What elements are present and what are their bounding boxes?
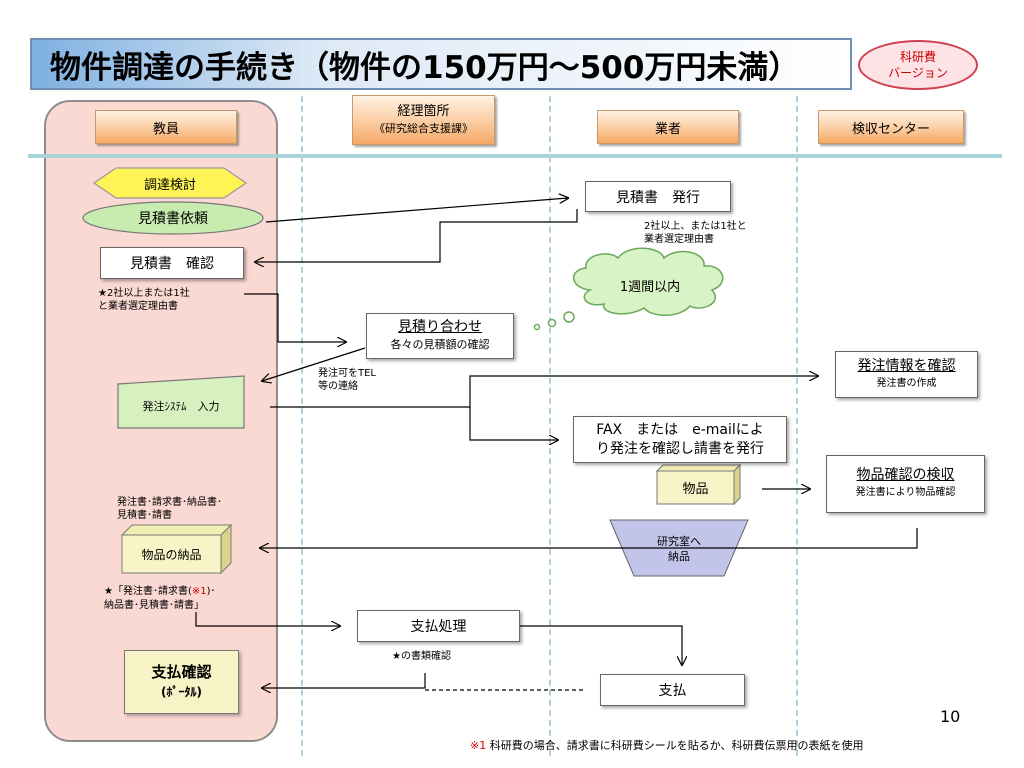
badge-line-2: バージョン [888,66,948,80]
star-docs-line-2: 納品書･見積書･請書」 [104,600,204,611]
payment-process-box: 支払処理 [357,610,520,642]
arrow-input-branch-top [270,376,818,408]
header-accounting: 経理箇所 《研究総合支援課》 [352,95,495,145]
phone-note-line-2: 等の連絡 [318,381,358,392]
arrow-confirm-to-inquiry [244,293,346,342]
estimate-issue-box: 見積書 発行 [585,181,731,212]
estimate-request: 見積書依頼 [138,211,208,227]
arrow-input-branch-bottom [469,407,558,440]
estimate-inquiry-box: 見積り合わせ 各々の見積額の確認 [366,313,514,359]
inquiry-subtitle: 各々の見積額の確認 [390,338,490,351]
vendor-selection-note: 2社以上、または1社と 業者選定理由書 [644,220,794,246]
fax-line-1: FAX または e-mailによ [596,421,764,438]
payment-confirm-box: 支払確認 (ﾎﾟｰﾀﾙ) [124,650,239,714]
vendor-note-line-1: 2社以上、または1社と [644,221,747,232]
phone-note-line-1: 発注可をTEL [318,368,376,379]
header-separator [28,154,1002,158]
star-docs-line-1: ★「発注書･請求書(※1)･ [104,585,284,599]
goods-check-box: 物品確認の検収 発注書により物品確認 [826,455,985,513]
teacher-note-line-1: ★2社以上または1社 [98,288,190,299]
page-title: 物件調達の手続き（物件の150万円～500万円未満） [30,38,852,90]
order-system-input: 発注ｼｽﾃﾑ 入力 [142,400,220,413]
estimate-confirm-box: 見積書 確認 [100,247,244,279]
fax-order-box: FAX または e-mailによ り発注を確認し請書を発行 [573,416,787,463]
goods-check-title: 物品確認の検収 [856,467,955,483]
goods-delivery-box [120,523,233,575]
one-week-cloud [533,247,724,331]
arrow-docs-to-payment [195,612,340,626]
star-docs-ref: ※1 [191,586,207,597]
lane-divider-1 [301,96,303,756]
header-vendor: 業者 [597,110,739,144]
arrow-issue-to-confirm [255,209,578,262]
badge-line-1: 科研費 [899,50,936,64]
vendor-note-line-2: 業者選定理由書 [644,234,714,245]
teacher-selection-note: ★2社以上または1社 と業者選定理由書 [98,287,268,313]
header-accounting-line-2: 《研究総合支援課》 [374,122,473,135]
footnote-mark: ※1 [470,739,487,752]
order-input-parallelogram [117,375,245,429]
payment-box: 支払 [600,674,745,706]
goods-check-subtitle: 発注書により物品確認 [855,487,956,498]
inquiry-title: 見積り合わせ [398,319,482,335]
teacher-note-line-2: と業者選定理由書 [98,301,178,312]
procurement-review-hexagon [92,167,248,199]
arrow-request-to-issue [265,198,568,223]
document-check-note: ★の書類確認 [392,651,451,662]
arrow-payment-to-confirm [262,673,426,688]
header-inspection: 検収センター [818,110,964,144]
estimate-request-ellipse [82,201,264,235]
payment-confirm-line-1: 支払確認 [151,663,212,681]
star-documents-note: ★「発注書･請求書(※1)･ 納品書･見積書･請書」 [104,585,284,613]
lab-delivery-line-1: 研究室へ [657,535,701,548]
order-info-subtitle: 発注書の作成 [876,377,937,389]
goods-box [655,463,742,506]
arrow-check-to-delivery [260,528,918,548]
kakenhi-version-badge: 科研費 バージョン [858,40,978,90]
documents-note: 発注書･請求書･納品書･ 見積書･請書 [117,496,277,522]
header-accounting-line-1: 経理箇所 [397,104,450,119]
arrow-inquiry-to-input [262,347,366,381]
star-docs-part-a: ★「発注書･請求書( [104,586,192,597]
goods-delivery: 物品の納品 [141,547,202,562]
footnote: ※1 科研費の場合、請求書に科研費シールを貼るか、科研費伝票用の表紙を使用 [470,737,1010,753]
lane-divider-3 [796,96,798,756]
lab-delivery-line-2: 納品 [668,550,690,563]
page-number: 10 [940,707,961,726]
docs-note-line-1: 発注書･請求書･納品書･ [117,497,222,508]
star-docs-part-b: )･ [206,586,216,597]
docs-note-line-2: 見積書･請書 [117,510,172,521]
arrow-process-to-pay [520,625,682,665]
lab-delivery: 研究室へ 納品 [624,528,734,570]
footnote-text: 科研費の場合、請求書に科研費シールを貼るか、科研費伝票用の表紙を使用 [489,739,864,752]
phone-contact-note: 発注可をTEL 等の連絡 [318,367,438,393]
order-info-box: 発注情報を確認 発注書の作成 [835,351,978,398]
procurement-review: 調達検討 [143,177,196,193]
fax-line-2: り発注を確認し請書を発行 [596,440,764,457]
goods-label: 物品 [682,482,709,497]
lane-divider-2 [549,96,551,756]
payment-confirm-line-2: (ﾎﾟｰﾀﾙ) [161,685,202,699]
header-teacher: 教員 [95,110,237,144]
one-week-label: 1週間以内 [619,279,681,295]
order-info-title: 発注情報を確認 [857,357,956,374]
